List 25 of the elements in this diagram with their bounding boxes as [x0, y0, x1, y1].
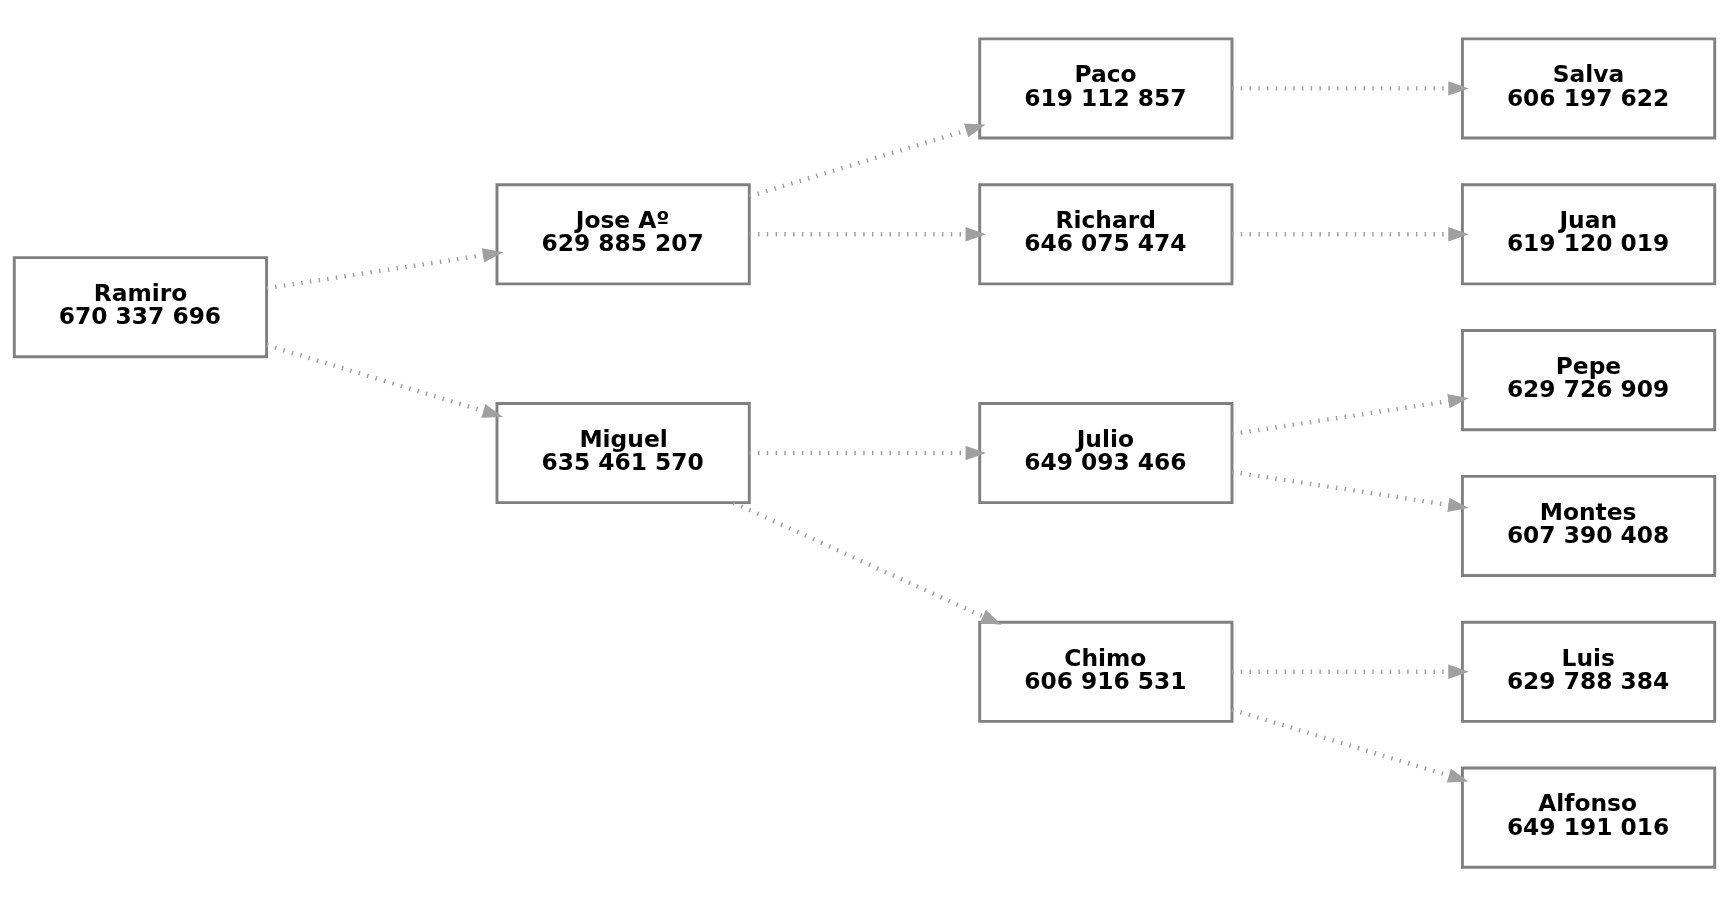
- arrow: [1232, 664, 1469, 679]
- arrow: [748, 123, 986, 199]
- node-box: Montes 607 390 408: [1460, 474, 1717, 577]
- arrow: [749, 445, 987, 461]
- arrow: [266, 248, 504, 291]
- arrow: [1231, 394, 1469, 437]
- node-box: Julio 649 093 466: [978, 401, 1234, 505]
- arrow: [1231, 469, 1469, 512]
- arrow: [1231, 707, 1469, 783]
- node-box: Alfonso 649 191 016: [1460, 766, 1717, 869]
- node-box: Luis 629 788 384: [1460, 620, 1717, 723]
- arrow: [1232, 81, 1469, 96]
- arrow: [1232, 227, 1469, 242]
- node-box: Jose Aº 629 885 207: [495, 183, 751, 286]
- node-box: Miguel 635 461 570: [495, 401, 751, 505]
- arrow: [749, 227, 987, 242]
- node-box: Pepe 629 726 909: [1460, 329, 1717, 432]
- node-box: Richard 646 075 474: [978, 183, 1234, 286]
- node-box: Salva 606 197 622: [1460, 37, 1717, 140]
- node-box: Chimo 606 916 531: [978, 620, 1234, 723]
- arrow: [732, 500, 1002, 625]
- node-box: Juan 619 120 019: [1460, 183, 1717, 286]
- node-box: Ramiro 670 337 696: [12, 256, 269, 359]
- node-box: Paco 619 112 857: [978, 37, 1234, 140]
- arrow: [266, 343, 504, 418]
